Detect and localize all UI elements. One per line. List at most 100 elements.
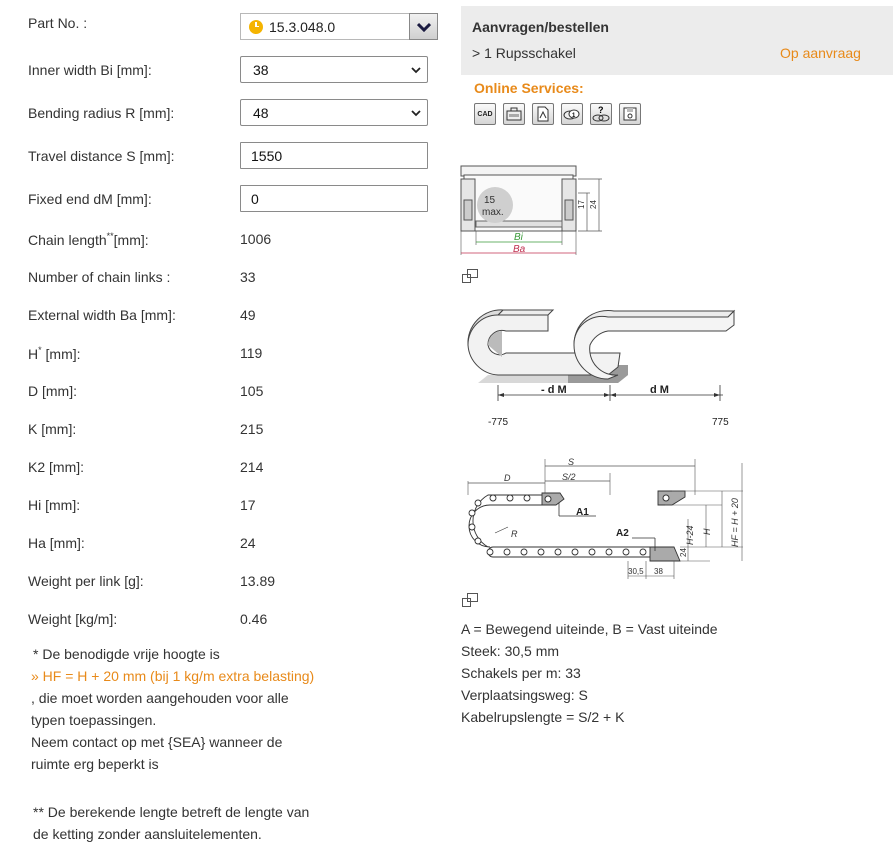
s2-label: S/2 — [562, 472, 576, 482]
cad-icon[interactable]: CAD — [474, 103, 496, 125]
chain-length-note: ** De berekende lengte betreft de lengte… — [33, 804, 310, 842]
inner-width-select[interactable]: 38 — [240, 56, 428, 83]
order-item[interactable]: > 1 Rupsschakel — [472, 45, 576, 61]
bending-radius-label: Bending radius R [mm]: — [28, 105, 175, 121]
fixed-end-label: Fixed end dM [mm]: — [28, 191, 152, 207]
save-icon[interactable] — [619, 103, 641, 125]
cross-section-diagram: 15 max. 17 24 Bi Ba — [460, 165, 602, 255]
note-line: , die moet worden aangehouden voor alle … — [31, 690, 289, 728]
result-label: External width Ba [mm]: — [28, 307, 238, 323]
part-no-dropdown-button[interactable] — [409, 13, 438, 40]
bending-radius-select[interactable]: 48 — [240, 99, 428, 126]
result-label: D [mm]: — [28, 383, 238, 399]
s-label: S — [568, 457, 574, 467]
result-value: 215 — [240, 421, 264, 437]
legend-line: Kabelrupslengte = S/2 + K — [461, 709, 625, 725]
travel-left-value: -775 — [488, 417, 508, 428]
result-label: H* [mm]: — [28, 345, 238, 362]
result-value: 49 — [240, 307, 256, 323]
dim-30-5: 30,5 — [628, 567, 644, 576]
result-label: Number of chain links : — [28, 269, 238, 285]
result-value: 13.89 — [240, 573, 276, 589]
fixed-end-input[interactable] — [240, 185, 428, 212]
dim-38: 38 — [654, 567, 663, 576]
a1-label: A1 — [576, 507, 589, 518]
result-label-suffix: [mm]: — [113, 231, 149, 248]
result-label: Weight per link [g]: — [28, 573, 238, 589]
result-label-text: Chain length — [28, 231, 107, 248]
result-value: 33 — [240, 269, 256, 285]
result-label-text: H — [28, 345, 39, 362]
result-label-text: External width Ba [mm]: — [28, 307, 176, 323]
result-label-text: Weight [kg/m]: — [28, 611, 118, 627]
result-label-suffix: [mm]: — [41, 345, 81, 362]
order-title: Aanvragen/bestellen — [472, 19, 609, 35]
ba-label: Ba — [513, 244, 526, 255]
footnote-marker: * — [38, 344, 42, 355]
part-no-label: Part No. : — [28, 15, 88, 31]
max-number: 15 — [484, 195, 496, 206]
travel-distance-label: Travel distance S [mm]: — [28, 148, 175, 164]
chevron-down-icon — [416, 22, 431, 32]
order-status: Op aanvraag — [780, 45, 861, 61]
enlarge-icon[interactable] — [462, 593, 478, 607]
result-label: Chain length**[mm]: — [28, 231, 238, 248]
order-panel: Aanvragen/bestellen > 1 Rupsschakel Op a… — [461, 6, 893, 75]
result-value: 0.46 — [240, 611, 268, 627]
travel-distance-input[interactable] — [240, 142, 428, 169]
result-value: 24 — [240, 535, 256, 551]
result-value: 1006 — [240, 231, 272, 247]
result-value: 105 — [240, 383, 264, 399]
d-label: D — [504, 473, 511, 483]
bi-label: Bi — [514, 232, 524, 243]
hf-formula-link[interactable]: » HF = H + 20 mm (bij 1 kg/m extra belas… — [31, 668, 315, 684]
pdf-icon[interactable] — [532, 103, 554, 125]
bending-radius-value: 48 — [253, 104, 269, 121]
chevron-down-icon — [411, 110, 421, 117]
r-label: R — [511, 529, 518, 539]
svg-text:?: ? — [598, 106, 604, 115]
svg-text:1: 1 — [572, 113, 576, 119]
result-label: Ha [mm]: — [28, 535, 238, 551]
chevron-down-icon — [411, 67, 421, 74]
result-label-text: K2 [mm]: — [28, 459, 85, 475]
enlarge-icon[interactable] — [462, 269, 478, 283]
chain-calc-icon[interactable]: 1 — [561, 103, 583, 125]
result-label-text: K [mm]: — [28, 421, 77, 437]
result-label: K [mm]: — [28, 421, 238, 437]
travel-diagram: - d M d M -775 775 — [467, 309, 736, 428]
result-label: Weight [kg/m]: — [28, 611, 238, 627]
part-no-value: 15.3.048.0 — [269, 18, 336, 35]
part-no-select[interactable]: 15.3.048.0 — [240, 13, 438, 40]
note-line: Neem contact op met {SEA} wanneer de rui… — [31, 734, 283, 772]
result-label-text: Hi [mm]: — [28, 497, 81, 513]
result-label-text: Weight per link [g]: — [28, 573, 144, 589]
result-value: 214 — [240, 459, 264, 475]
result-value: 17 — [240, 497, 256, 513]
h-label: H — [702, 528, 712, 535]
a2-label: A2 — [616, 528, 629, 539]
help-icon[interactable]: ? — [590, 103, 612, 125]
note-line: * De benodigde vrije hoogte is — [33, 646, 220, 662]
clock-icon — [249, 19, 263, 34]
legend-line: Schakels per m: 33 — [461, 665, 581, 681]
legend-line: A = Bewegend uiteinde, B = Vast uiteinde — [461, 621, 718, 637]
free-height-note: * De benodigde vrije hoogte is » HF = H … — [31, 643, 323, 775]
result-label-text: Ha [mm]: — [28, 535, 85, 551]
legend-line: Steek: 30,5 mm — [461, 643, 560, 659]
footnote-marker: ** — [106, 230, 114, 241]
travel-right-value: 775 — [712, 417, 729, 428]
result-label: Hi [mm]: — [28, 497, 238, 513]
h24-label: H-24 — [685, 525, 695, 545]
legend-line: Verplaatsingsweg: S — [461, 687, 588, 703]
dim-17: 17 — [577, 200, 586, 209]
geometry-diagram: S S/2 D A1 A2 R H-24 H HF = H + 20 24 30… — [467, 457, 743, 579]
inner-width-label: Inner width Bi [mm]: — [28, 62, 152, 78]
result-label: K2 [mm]: — [28, 459, 238, 475]
dim-24: 24 — [589, 200, 598, 209]
inner-width-value: 38 — [253, 61, 269, 78]
minus-dm-label: - d M — [541, 384, 567, 396]
toolbox-icon[interactable] — [503, 103, 525, 125]
dim-24-geo: 24 — [679, 548, 688, 557]
result-label-text: Number of chain links : — [28, 269, 171, 285]
